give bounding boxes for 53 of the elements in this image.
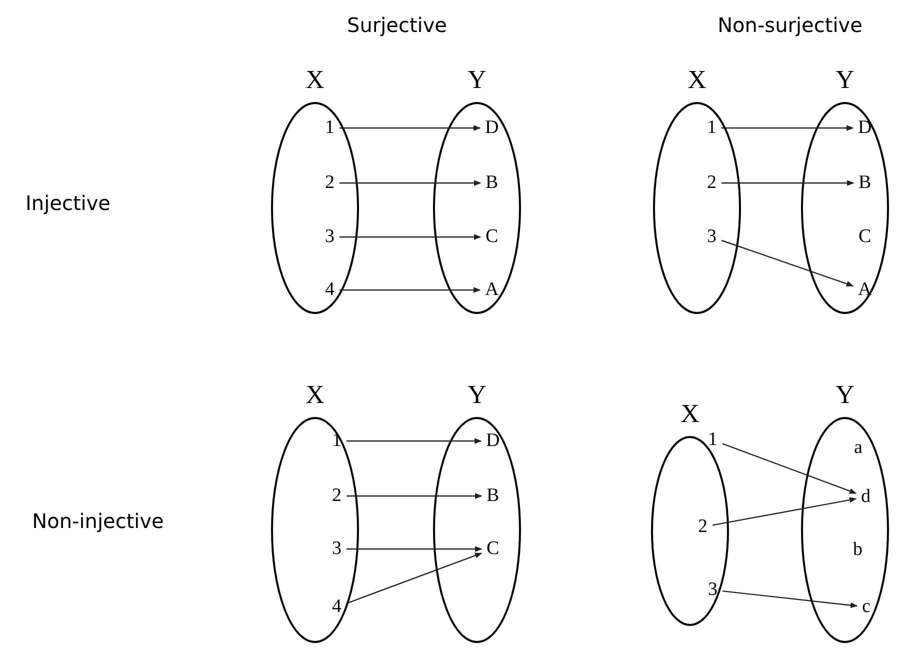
set-label: Y: [466, 380, 488, 410]
arrow: [346, 546, 482, 552]
set-element: 2: [331, 486, 342, 506]
column-heading: Non-surjective: [718, 13, 862, 37]
set-element: C: [484, 227, 500, 247]
arrow: [722, 590, 858, 608]
set-element: 4: [331, 597, 342, 617]
set-element: 2: [706, 173, 718, 193]
row-heading: Non-injective: [32, 509, 164, 533]
set-element: 2: [697, 517, 708, 537]
arrow: [340, 287, 481, 293]
set-element: C: [486, 539, 500, 559]
set-element: B: [484, 173, 500, 193]
set-element: D: [485, 431, 501, 451]
set-element: B: [858, 173, 872, 193]
arrow: [712, 497, 857, 526]
set-element: 2: [324, 173, 336, 193]
set-element: 3: [707, 580, 718, 600]
arrow: [346, 493, 482, 499]
set-label: X: [680, 399, 700, 429]
row-heading: Injective: [26, 191, 110, 215]
column-heading: Surjective: [347, 13, 447, 37]
set-label: Y: [466, 65, 488, 95]
set-element: D: [484, 118, 500, 138]
set-element: b: [852, 540, 864, 560]
arrow: [721, 240, 854, 286]
arrow: [340, 234, 482, 240]
set-element: c: [861, 597, 872, 617]
set-element: 4: [324, 280, 336, 300]
set-element: D: [857, 118, 873, 138]
arrow: [346, 438, 482, 444]
set-element: d: [860, 487, 872, 507]
set-label: X: [686, 65, 708, 95]
set-label: Y: [834, 65, 856, 95]
arrow: [722, 180, 854, 186]
set-element: 3: [331, 539, 342, 559]
set-element: B: [486, 486, 500, 506]
set-label: X: [304, 65, 326, 95]
set-element: 1: [324, 118, 336, 138]
set-element: C: [858, 227, 872, 247]
set-element: 1: [706, 118, 718, 138]
set-element: 1: [707, 430, 718, 450]
set-element: 3: [706, 227, 718, 247]
arrow: [722, 125, 854, 131]
set-element: a: [853, 438, 864, 458]
arrow: [340, 180, 482, 186]
arrow: [722, 443, 857, 494]
arrow: [346, 552, 482, 604]
set-element: 3: [324, 227, 336, 247]
set-label: Y: [834, 380, 856, 410]
arrow: [340, 125, 481, 131]
set-element: A: [484, 280, 500, 300]
set-label: X: [304, 380, 326, 410]
